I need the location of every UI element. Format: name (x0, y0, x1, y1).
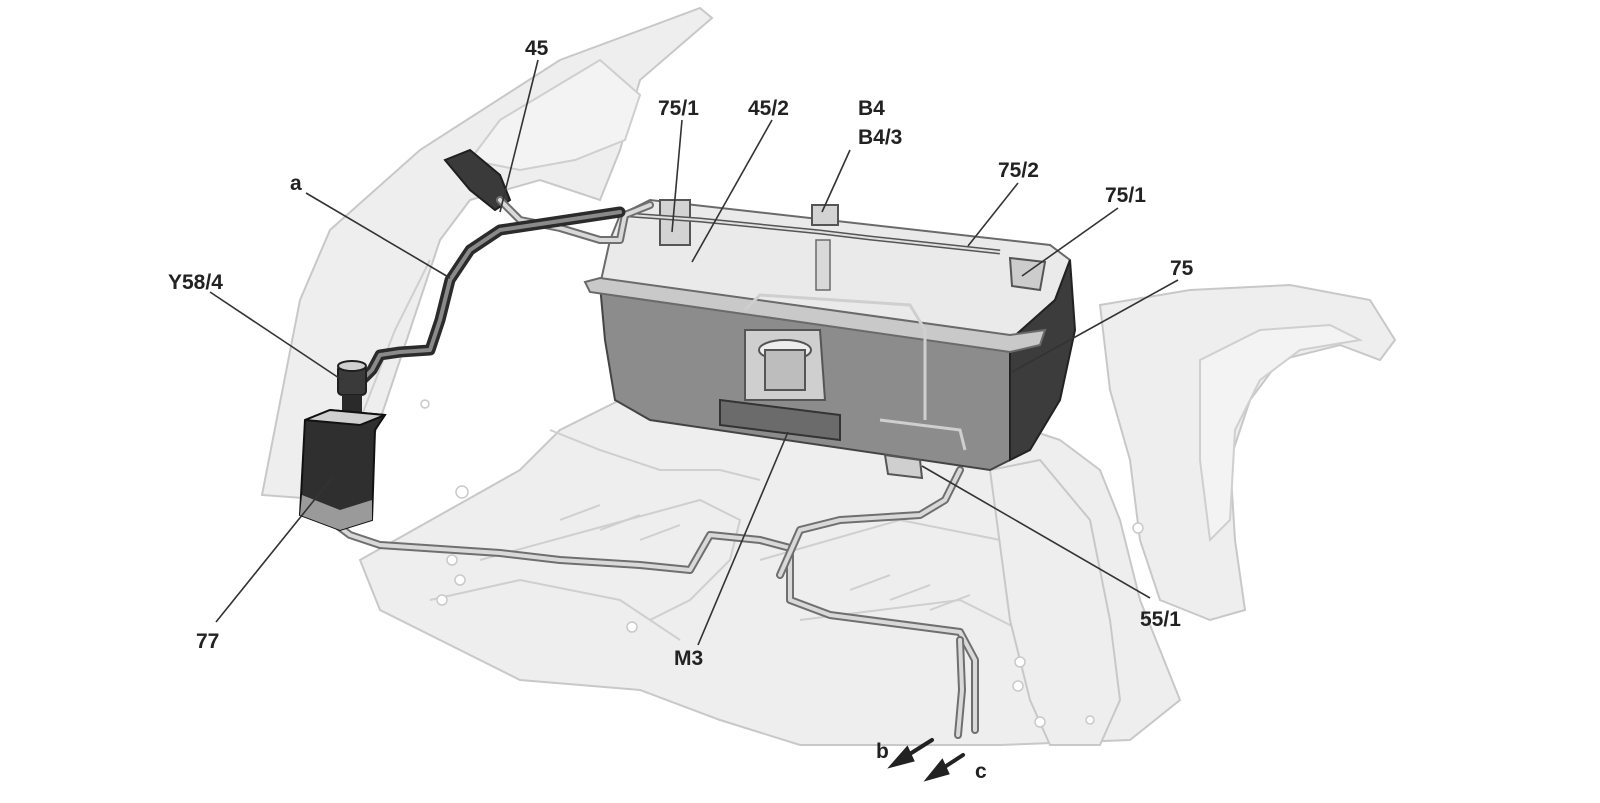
callout-m3: M3 (674, 647, 703, 670)
arrow-c-head-icon (923, 758, 950, 782)
filler-neck-and-hoses (356, 148, 654, 386)
charcoal-canister (298, 408, 387, 532)
callout-b: b (876, 740, 889, 763)
callout-75-2: 75/2 (998, 159, 1039, 182)
leader-lines (209, 59, 1179, 646)
callout-labels: 45 75/1 45/2 B4 B4/3 75/2 75/1 75 a Y58/… (168, 37, 1194, 783)
callout-45: 45 (525, 37, 549, 60)
callout-b4-3: B4/3 (858, 126, 902, 149)
direction-arrows (887, 738, 965, 782)
callout-b4: B4 (858, 97, 885, 120)
callout-a: a (290, 172, 302, 195)
callout-y58-4: Y58/4 (168, 271, 223, 294)
callout-55-1: 55/1 (1140, 608, 1181, 631)
callout-c: c (975, 760, 987, 783)
fuel-lines (326, 466, 979, 739)
callout-75-1-right: 75/1 (1105, 184, 1146, 207)
purge-valve (337, 360, 367, 413)
callout-75: 75 (1170, 257, 1194, 280)
callout-45-2: 45/2 (748, 97, 789, 120)
fuel-tank (583, 198, 1077, 480)
callout-75-1-top: 75/1 (658, 97, 699, 120)
callout-77: 77 (196, 630, 219, 653)
arrow-b-head-icon (887, 745, 915, 769)
